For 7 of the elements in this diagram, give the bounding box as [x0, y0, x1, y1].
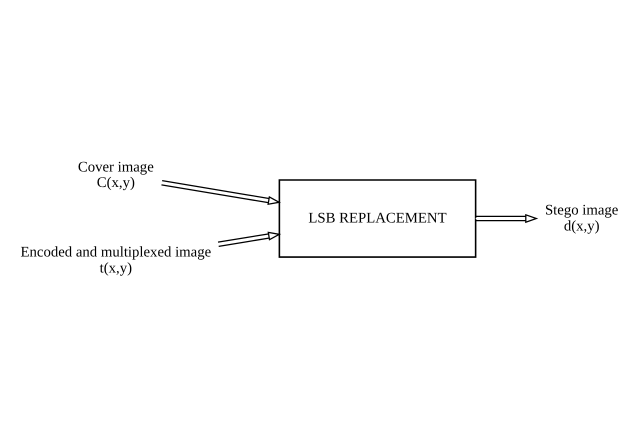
- arrow: [218, 231, 282, 246]
- arrow: [476, 213, 538, 223]
- arrow: [161, 180, 282, 204]
- node-text: Encoded and multiplexed image t(x,y): [20, 244, 212, 276]
- node-text: Cover image C(x,y): [78, 158, 154, 191]
- node-box: LSB REPLACEMENT: [278, 178, 476, 258]
- node-text: Stego image d(x,y): [544, 202, 618, 234]
